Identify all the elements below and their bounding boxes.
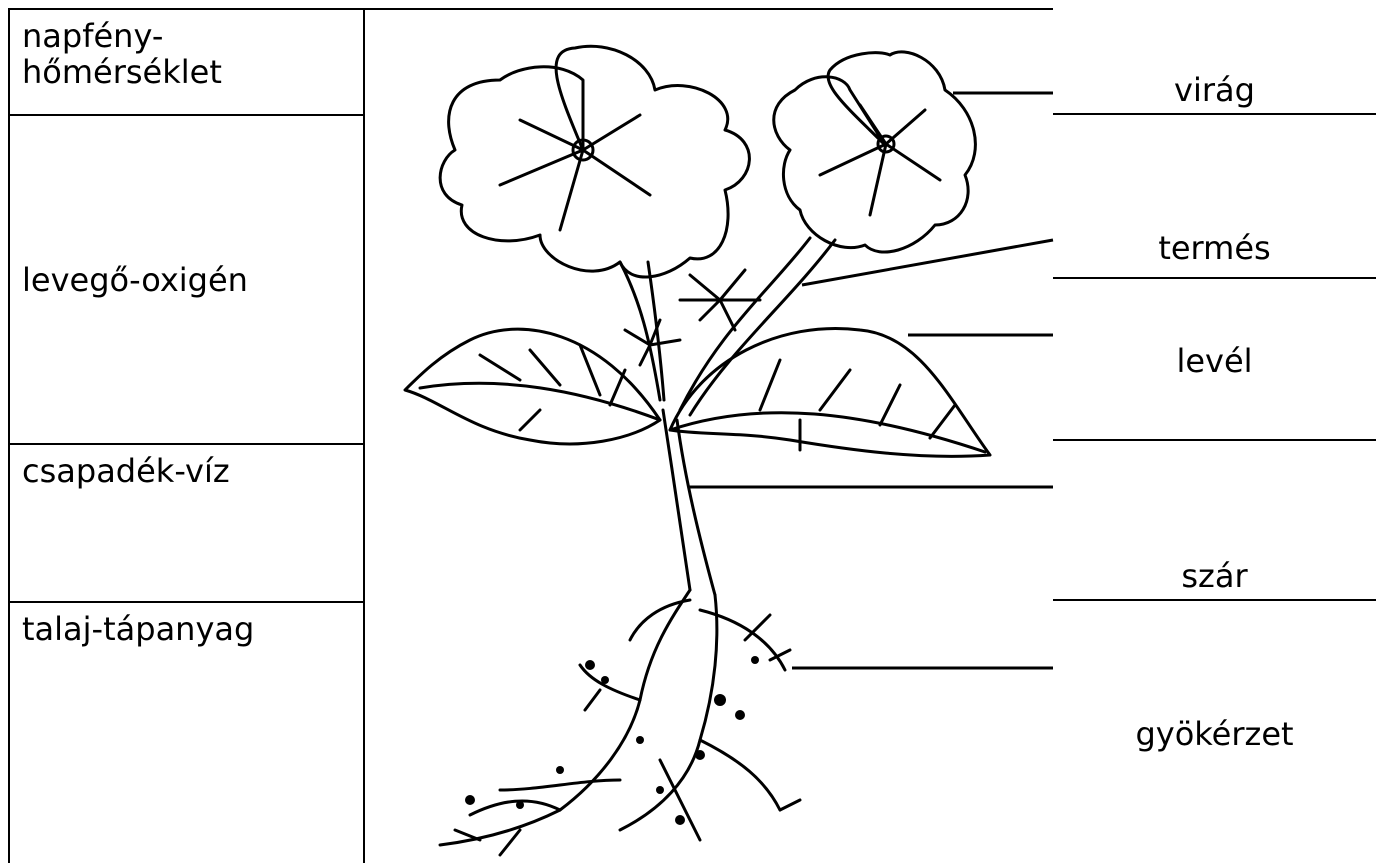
right-divider	[1053, 277, 1376, 279]
label-stem: szár	[1053, 558, 1376, 594]
right-divider	[1053, 439, 1376, 441]
root-system	[440, 590, 800, 855]
label-root: gyökérzet	[1053, 716, 1376, 752]
label-leaf: levél	[1053, 343, 1376, 379]
fruit-sepals	[680, 270, 760, 330]
soil-particles	[465, 656, 759, 825]
right-flower-petals	[774, 52, 976, 252]
main-stem	[663, 410, 690, 590]
right-divider	[1053, 113, 1376, 115]
label-fruit: termés	[1053, 230, 1376, 266]
left-flower-petals	[440, 46, 749, 277]
label-flower: virág	[1053, 72, 1376, 108]
right-divider	[1053, 599, 1376, 601]
